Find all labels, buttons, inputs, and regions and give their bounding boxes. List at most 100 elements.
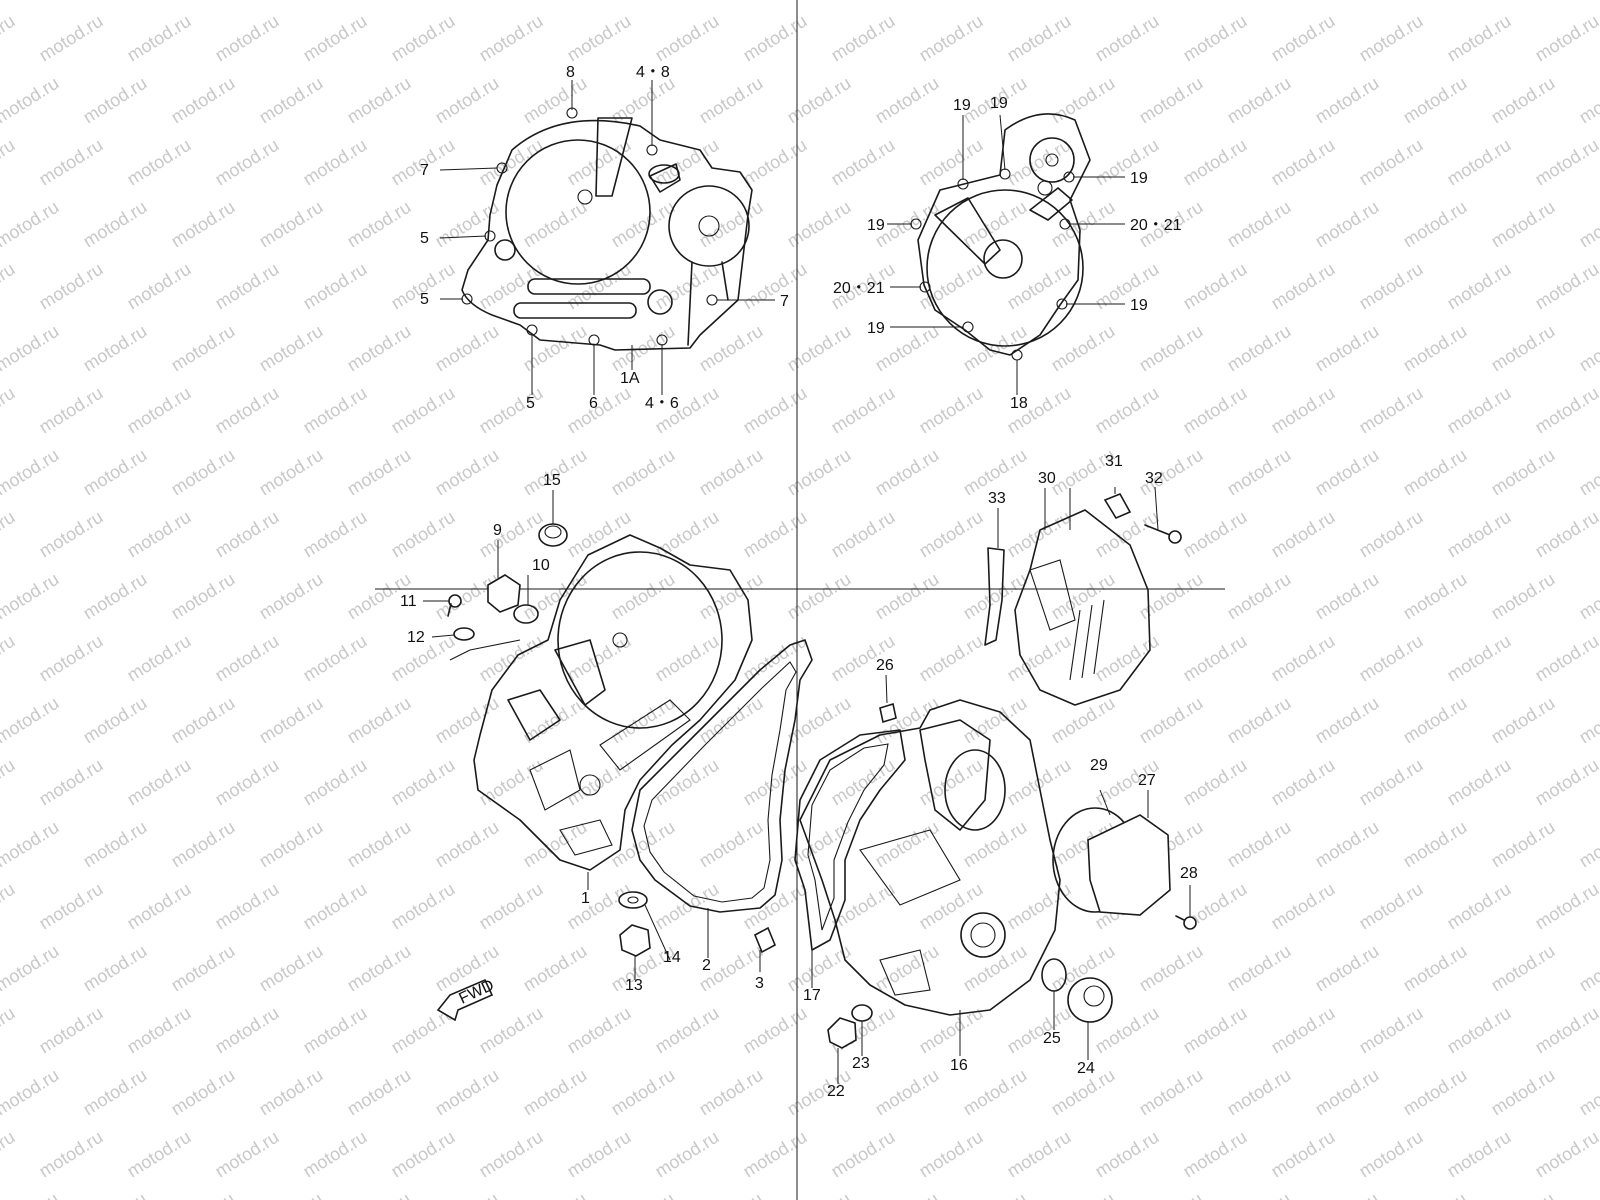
- watermark-text: motod.ru: [1224, 197, 1295, 252]
- watermark-text: motod.ru: [344, 445, 415, 500]
- watermark-text: motod.ru: [696, 1065, 767, 1120]
- watermark-text: motod.ru: [916, 507, 987, 562]
- watermark-text: motod.ru: [0, 1127, 18, 1182]
- watermark-text: motod.ru: [520, 321, 591, 376]
- watermark-text: motod.ru: [1312, 693, 1383, 748]
- watermark-text: motod.ru: [168, 0, 239, 3]
- watermark-text: motod.ru: [80, 445, 151, 500]
- watermark-text: motod.ru: [520, 1189, 591, 1200]
- watermark-text: motod.ru: [740, 11, 811, 66]
- watermark-text: motod.ru: [1356, 1127, 1427, 1182]
- leader-lines: [423, 80, 1191, 1084]
- callout-label: 2: [702, 957, 711, 974]
- watermark-text: motod.ru: [36, 1127, 107, 1182]
- watermark-text: motod.ru: [1092, 135, 1163, 190]
- watermark-text: motod.ru: [1224, 1065, 1295, 1120]
- watermark-text: motod.ru: [80, 941, 151, 996]
- clutch-cover-main: [449, 534, 753, 871]
- watermark-text: motod.ru: [564, 383, 635, 438]
- callout-label: 19: [990, 95, 1008, 112]
- watermark-text: motod.ru: [212, 383, 283, 438]
- watermark-text: motod.ru: [1488, 693, 1559, 748]
- watermark-text: motod.ru: [1312, 941, 1383, 996]
- watermark-text: motod.ru: [1268, 1127, 1339, 1182]
- callout-label: 5: [420, 291, 429, 308]
- watermark-text: motod.ru: [1092, 1127, 1163, 1182]
- watermark-text: motod.ru: [0, 321, 62, 376]
- watermark-text: motod.ru: [652, 631, 723, 686]
- watermark-text: motod.ru: [36, 383, 107, 438]
- watermark-text: motod.ru: [212, 507, 283, 562]
- watermark-text: motod.ru: [1576, 321, 1600, 376]
- watermark-text: motod.ru: [1004, 1003, 1075, 1058]
- watermark-text: motod.ru: [344, 1189, 415, 1200]
- watermark-text: motod.ru: [1004, 11, 1075, 66]
- watermark-text: motod.ru: [652, 1127, 723, 1182]
- watermark-text: motod.ru: [960, 1189, 1031, 1200]
- watermark-text: motod.ru: [1048, 569, 1119, 624]
- watermark-text: motod.ru: [872, 1065, 943, 1120]
- watermark-text: motod.ru: [916, 1127, 987, 1182]
- watermark-text: motod.ru: [124, 135, 195, 190]
- watermark-text: motod.ru: [828, 879, 899, 934]
- watermark-text: motod.ru: [872, 445, 943, 500]
- watermark-text: motod.ru: [1356, 11, 1427, 66]
- watermark-text: motod.ru: [344, 73, 415, 128]
- watermark-text: motod.ru: [0, 693, 62, 748]
- watermark-text: motod.ru: [1532, 1127, 1600, 1182]
- watermark-text: motod.ru: [256, 321, 327, 376]
- watermark-text: motod.ru: [1356, 259, 1427, 314]
- watermark-text: motod.ru: [1224, 445, 1295, 500]
- callout-label: 26: [876, 657, 894, 674]
- callout-label: 30: [1038, 470, 1056, 487]
- watermark-text: motod.ru: [784, 73, 855, 128]
- callout-label: 18: [1010, 395, 1028, 412]
- watermark-text: motod.ru: [916, 1003, 987, 1058]
- watermark-text: motod.ru: [256, 817, 327, 872]
- watermark-text: motod.ru: [344, 1065, 415, 1120]
- watermark-text: motod.ru: [1312, 1189, 1383, 1200]
- watermark-text: motod.ru: [1532, 383, 1600, 438]
- watermark-text: motod.ru: [124, 1003, 195, 1058]
- small-parts: FWD: [436, 492, 1197, 1049]
- watermark-text: motod.ru: [1444, 259, 1515, 314]
- watermark-text: motod.ru: [1268, 383, 1339, 438]
- watermark-text: motod.ru: [1224, 817, 1295, 872]
- watermark-text: motod.ru: [1268, 259, 1339, 314]
- watermark-text: motod.ru: [1092, 507, 1163, 562]
- watermark-text: motod.ru: [300, 135, 371, 190]
- watermark-text: motod.ru: [1356, 507, 1427, 562]
- watermark-text: motod.ru: [1488, 0, 1559, 3]
- watermark-text: motod.ru: [388, 1127, 459, 1182]
- watermark-text: motod.ru: [0, 197, 62, 252]
- watermark-text: motod.ru: [1180, 1003, 1251, 1058]
- watermark-text: motod.ru: [0, 383, 18, 438]
- watermark-text: motod.ru: [80, 569, 151, 624]
- watermark-text: motod.ru: [36, 631, 107, 686]
- watermark-text: motod.ru: [388, 507, 459, 562]
- watermark-text: motod.ru: [1400, 0, 1471, 3]
- callout-label: 10: [532, 557, 550, 574]
- watermark-text: motod.ru: [1180, 11, 1251, 66]
- generator-cover-main: [799, 699, 1061, 1016]
- callout-label: 19: [1130, 297, 1148, 314]
- watermark-text: motod.ru: [1268, 879, 1339, 934]
- callout-label: 3: [755, 975, 764, 992]
- watermark-text: motod.ru: [1092, 11, 1163, 66]
- watermark-text: motod.ru: [432, 817, 503, 872]
- watermark-text: motod.ru: [1004, 1127, 1075, 1182]
- watermark-text: motod.ru: [1092, 383, 1163, 438]
- watermark-text: motod.ru: [916, 631, 987, 686]
- watermark-text: motod.ru: [1488, 569, 1559, 624]
- watermark-text: motod.ru: [212, 879, 283, 934]
- watermark-text: motod.ru: [1400, 445, 1471, 500]
- watermark-text: motod.ru: [564, 11, 635, 66]
- watermark-text: motod.ru: [1312, 321, 1383, 376]
- watermark-text: motod.ru: [1224, 73, 1295, 128]
- watermark-text: motod.ru: [872, 941, 943, 996]
- gasket-generator: [794, 729, 906, 951]
- watermark-text: motod.ru: [124, 507, 195, 562]
- watermark-text: motod.ru: [388, 755, 459, 810]
- watermark-text: motod.ru: [300, 1127, 371, 1182]
- watermark-text: motod.ru: [80, 197, 151, 252]
